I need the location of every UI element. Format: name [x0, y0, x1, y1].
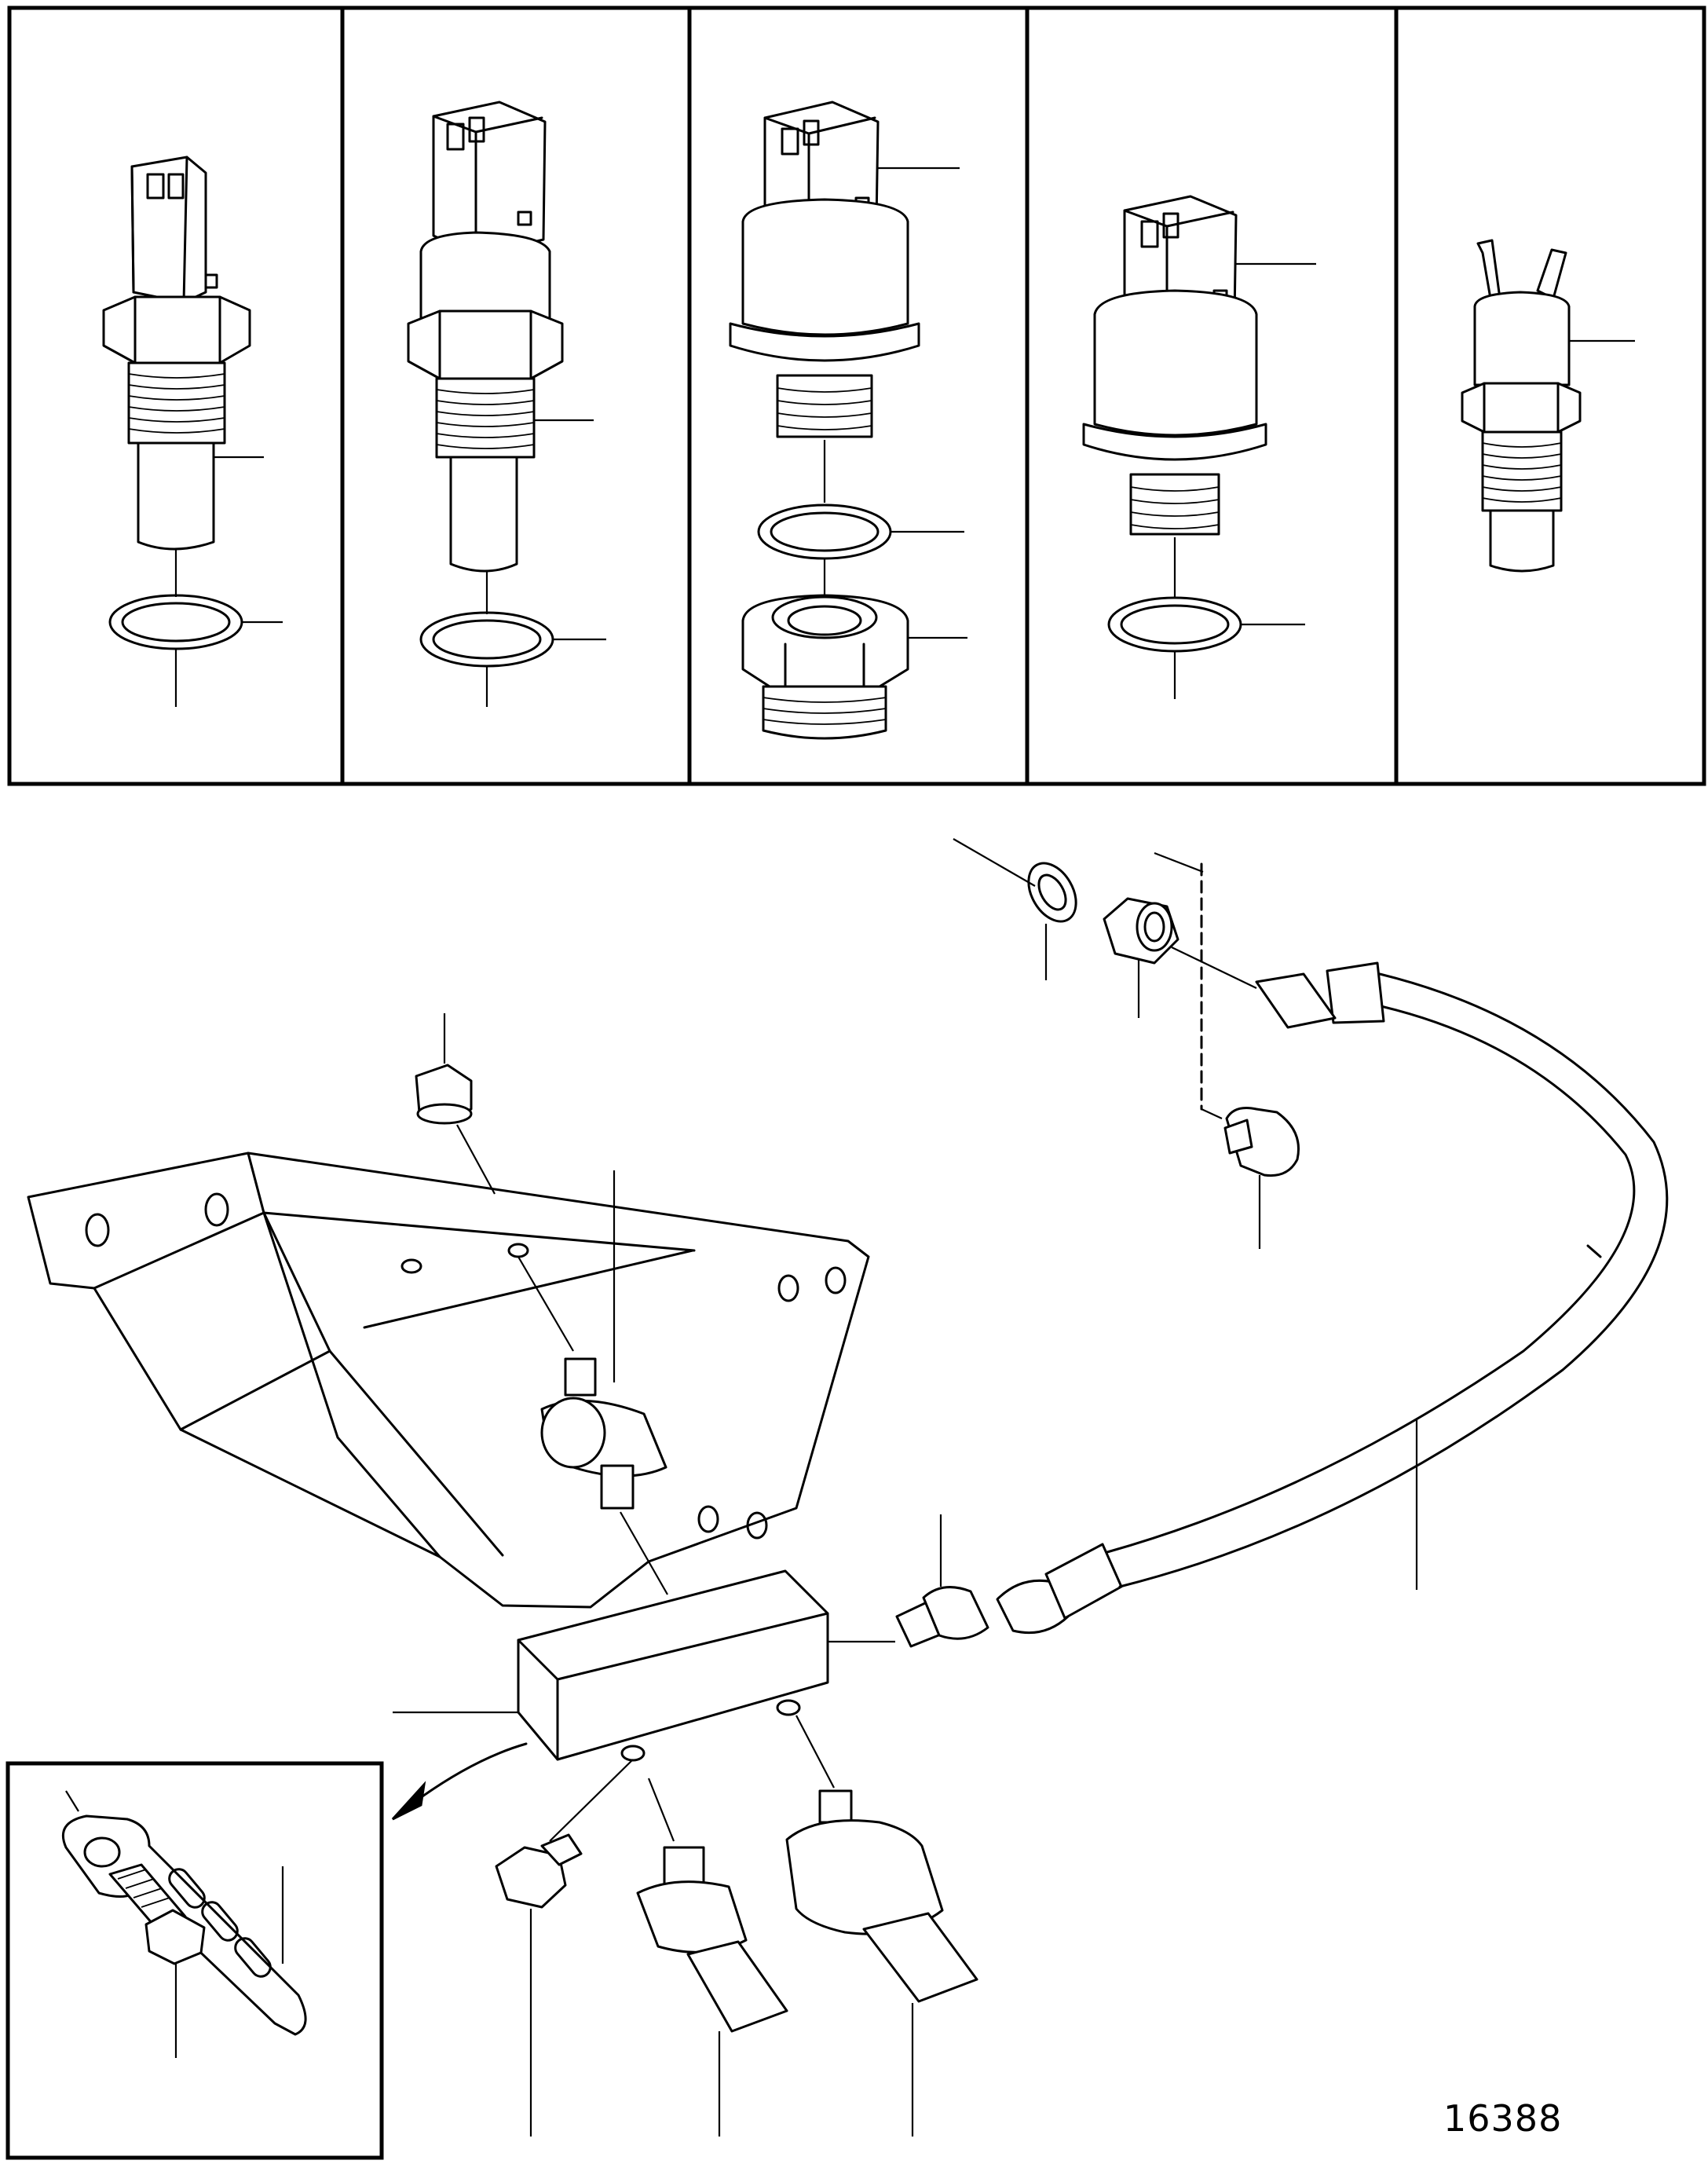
figure-number: 16388 [1443, 2097, 1563, 2140]
temperature-sensor-panel-1 [102, 156, 283, 707]
pressure-sensor-panel-3 [729, 101, 967, 740]
inset-arrow [391, 1742, 528, 1821]
flange-nut [415, 1013, 496, 1195]
drain-plug [495, 1759, 634, 2137]
inset-detail [5, 1761, 384, 2160]
oil-pressure-hose [996, 961, 1669, 1635]
mounting-bracket [27, 1152, 870, 1609]
pressure-sensor-panel-4 [1082, 195, 1316, 699]
top-panel-frame [7, 5, 1706, 786]
pressure-switch-bottom-2 [785, 1715, 978, 2137]
washer-and-union [953, 838, 1257, 1119]
blanking-plug [1223, 1107, 1300, 1249]
union-fitting [895, 1514, 989, 1648]
sensor-block [393, 1569, 895, 1762]
pressure-switch-bottom-1 [636, 1778, 788, 2137]
rubber-mount [518, 1170, 668, 1595]
temperature-switch-panel-5 [1461, 239, 1635, 573]
temperature-sensor-panel-2 [407, 101, 606, 707]
